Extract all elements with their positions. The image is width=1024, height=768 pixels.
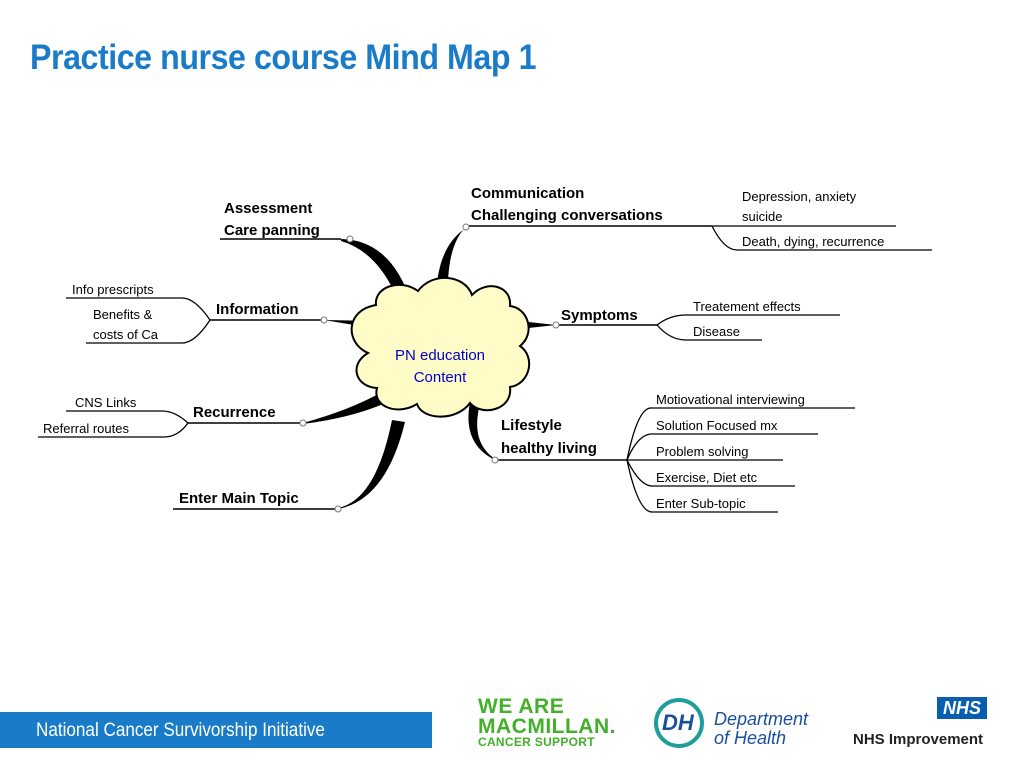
- dh-circle-icon: [654, 698, 704, 748]
- connector-lifestyle: [468, 402, 495, 460]
- branch-lifestyle-line1: Lifestyle: [501, 417, 562, 434]
- connector-enter-main: [338, 420, 405, 509]
- branch-communication-line2: Challenging conversations: [471, 207, 663, 224]
- subtopic-lifestyle-0: Motiovational interviewing: [656, 392, 805, 407]
- dh-logo: DH Department of Health: [654, 698, 834, 750]
- subtopic-symptoms-0: Treatement effects: [693, 299, 801, 314]
- macmillan-line3: CANCER SUPPORT: [478, 734, 595, 749]
- subtopic-lifestyle-4: Enter Sub-topic: [656, 496, 746, 511]
- subtopic-recurrence-1: Referral routes: [43, 421, 129, 436]
- center-topic-line2: Content: [414, 369, 467, 386]
- branch-recurrence: Recurrence: [193, 404, 276, 421]
- dh-mark: DH: [662, 710, 694, 735]
- subtopic-benefits-line1: Benefits &: [93, 307, 153, 322]
- footer-initiative-text: National Cancer Survivorship Initiative: [36, 720, 325, 741]
- joint-symptoms: [552, 321, 560, 329]
- subtopic-benefits-line2: costs of Ca: [93, 327, 159, 342]
- branch-communication-line1: Communication: [471, 185, 584, 202]
- nhs-improvement-caption: NHS Improvement: [853, 731, 984, 748]
- subtopic-symptoms-1: Disease: [693, 324, 740, 339]
- subtopic-depression-line2: suicide: [742, 209, 782, 224]
- page-title: Practice nurse course Mind Map 1: [30, 38, 537, 77]
- joint-communication: [462, 223, 470, 231]
- dh-line1: Department: [714, 709, 809, 729]
- dh-line2: of Health: [714, 728, 787, 748]
- macmillan-logo: WE ARE MACMILLAN. CANCER SUPPORT: [478, 695, 616, 749]
- branch-assessment-line2: Care panning: [224, 222, 320, 239]
- joint-circles: [299, 223, 560, 513]
- nhs-logo: NHS: [937, 697, 987, 719]
- dh-text: Department of Health: [714, 710, 808, 748]
- branch-assessment-line1: Assessment: [224, 200, 312, 217]
- subtopic-lifestyle-2: Problem solving: [656, 444, 749, 459]
- footer-band: [0, 712, 432, 748]
- branch-lifestyle-line2: healthy living: [501, 440, 597, 457]
- macmillan-line2: MACMILLAN.: [478, 714, 616, 738]
- macmillan-line1: WE ARE: [478, 695, 565, 718]
- center-topic-line1: PN education: [395, 347, 485, 364]
- joint-lifestyle: [491, 456, 499, 464]
- branch-symptoms: Symptoms: [561, 307, 638, 324]
- subtopic-lifestyle-3: Exercise, Diet etc: [656, 470, 758, 485]
- branch-enter-main-topic: Enter Main Topic: [179, 490, 299, 507]
- joint-recurrence: [299, 419, 307, 427]
- subtopic-lifestyle-1: Solution Focused mx: [656, 418, 778, 433]
- branch-underlines: [173, 225, 712, 510]
- center-cloud: [350, 276, 530, 418]
- branch-information: Information: [216, 301, 299, 318]
- subtopic-depression-line1: Depression, anxiety: [742, 189, 857, 204]
- joint-information: [320, 316, 328, 324]
- joint-enter-main: [334, 505, 342, 513]
- subtopic-connectors: [38, 225, 932, 513]
- joint-assessment: [346, 235, 354, 243]
- subtopic-info-prescripts: Info prescripts: [72, 282, 154, 297]
- subtopic-death: Death, dying, recurrence: [742, 234, 884, 249]
- subtopic-recurrence-0: CNS Links: [75, 395, 137, 410]
- connector-recurrence: [303, 392, 388, 424]
